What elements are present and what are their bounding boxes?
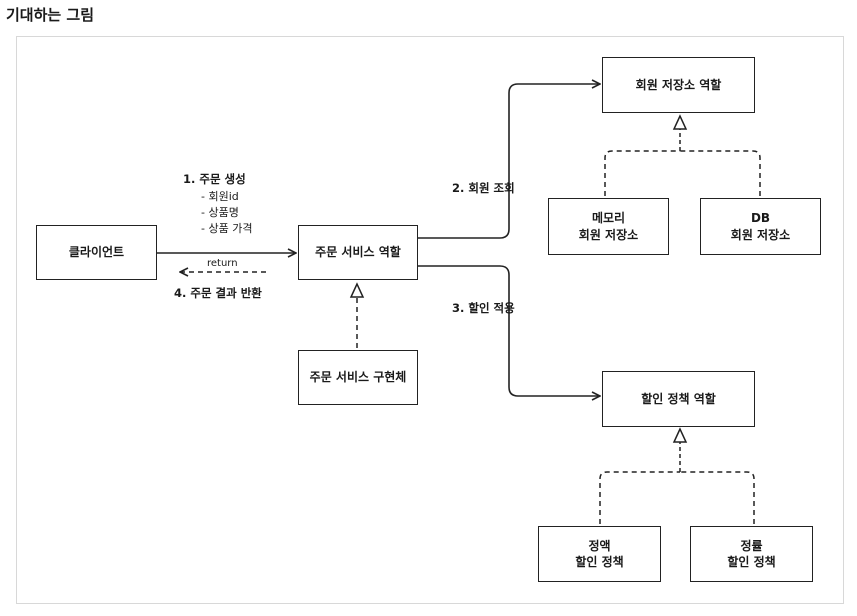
lookup-member-arrow xyxy=(418,84,600,239)
rate-discount-box: 정률 할인 정책 xyxy=(690,526,813,582)
apply-discount-label: 3. 할인 적용 xyxy=(452,301,515,315)
memory-repo-realization xyxy=(604,150,680,196)
memory-member-repo-box: 메모리 회원 저장소 xyxy=(548,198,669,255)
create-order-items: - 회원id - 상품명 - 상품 가격 xyxy=(201,189,252,237)
return-result-label: 4. 주문 결과 반환 xyxy=(174,286,262,300)
db-member-repo-box: DB 회원 저장소 xyxy=(700,198,821,255)
return-label: return xyxy=(207,258,238,269)
db-repo-realization xyxy=(680,150,761,196)
member-repo-role-box: 회원 저장소 역할 xyxy=(602,57,755,113)
item-member-id: - 회원id xyxy=(201,190,239,203)
create-order-label: 1. 주문 생성 xyxy=(183,172,246,186)
member-realization-triangle xyxy=(672,114,688,130)
item-product-price: - 상품 가격 xyxy=(201,221,253,235)
order-realization-triangle xyxy=(349,282,365,298)
rate-discount-realization xyxy=(680,471,755,524)
order-service-role-box: 주문 서비스 역할 xyxy=(298,225,418,280)
fixed-discount-box: 정액 할인 정책 xyxy=(538,526,661,582)
client-box: 클라이언트 xyxy=(36,225,157,280)
order-service-impl-box: 주문 서비스 구현체 xyxy=(298,350,418,405)
page-title: 기대하는 그림 xyxy=(6,6,95,24)
apply-discount-arrow xyxy=(418,265,600,396)
lookup-member-label: 2. 회원 조회 xyxy=(452,181,515,195)
fixed-discount-realization xyxy=(599,471,680,524)
discount-realization-triangle xyxy=(672,427,688,443)
discount-policy-role-box: 할인 정책 역할 xyxy=(602,371,755,427)
item-product-name: - 상품명 xyxy=(201,205,239,219)
diagram-frame xyxy=(16,36,844,604)
